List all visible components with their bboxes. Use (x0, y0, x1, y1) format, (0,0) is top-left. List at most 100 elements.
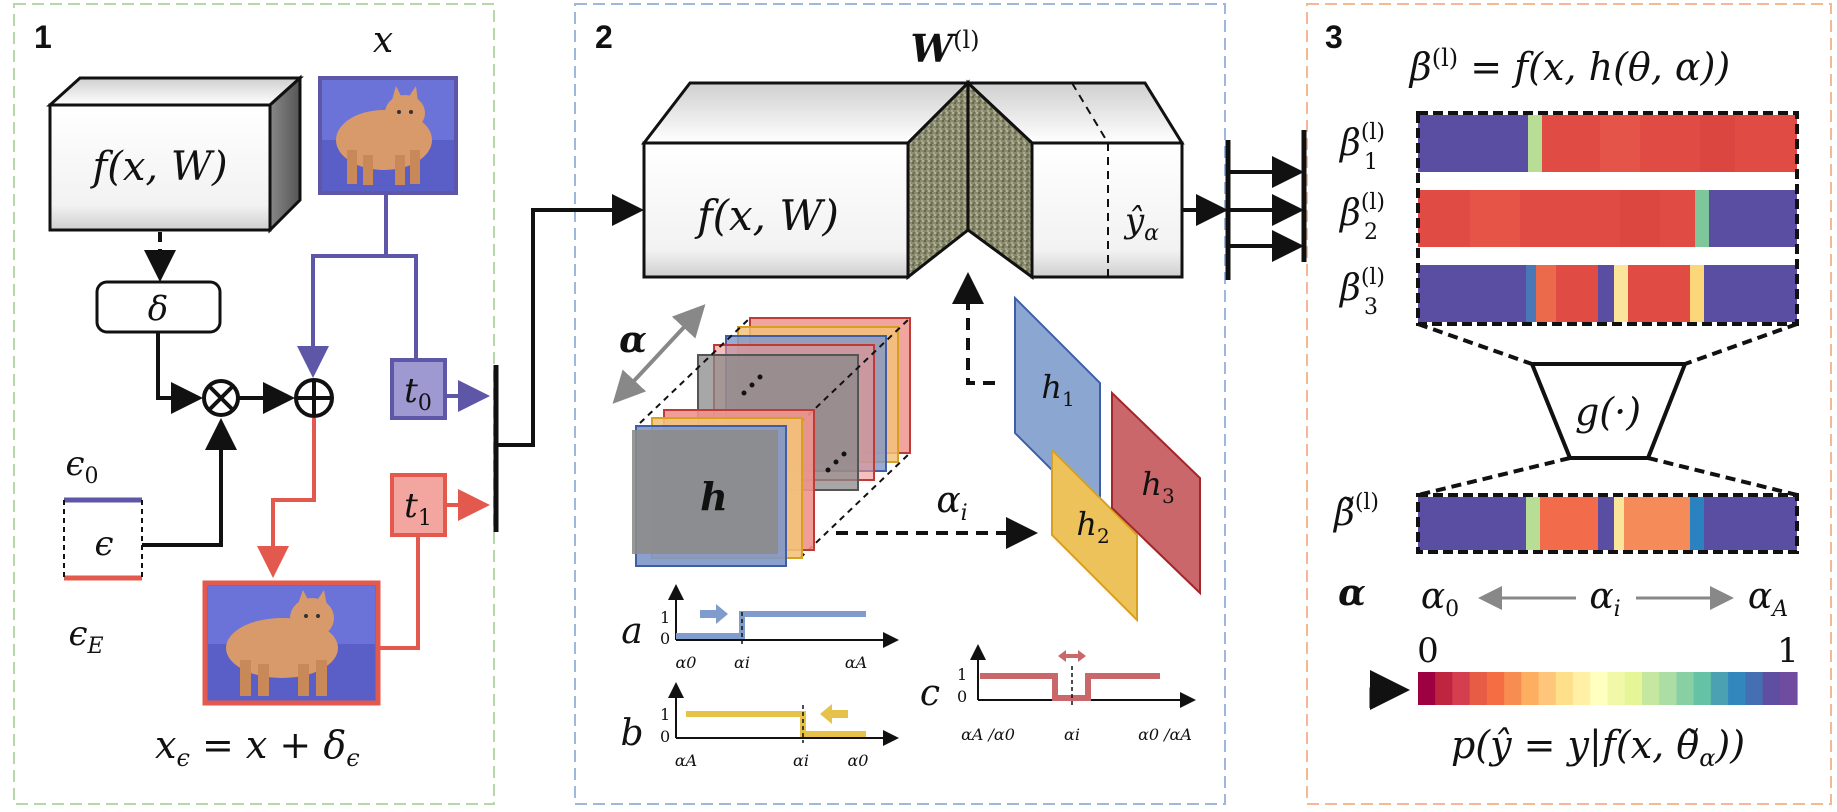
colorbar-min: 0 (1417, 631, 1439, 671)
alpha-0-label: α0 (1421, 576, 1459, 622)
panel-2-number: 2 (595, 19, 613, 55)
beta-matrix-frame (1416, 111, 1799, 326)
beta-3-label: β(l)3 (1338, 265, 1385, 320)
colorbar-swatch (1504, 672, 1522, 705)
colorbar-swatch (1710, 672, 1729, 705)
weight-layer (906, 79, 1034, 281)
beta-1-label: β(l)1 (1338, 120, 1385, 175)
perturbation-formula: xϵ = x + δϵ (155, 723, 360, 772)
colorbar-swatch (1659, 672, 1678, 705)
cat-image-input (318, 76, 458, 195)
plot-a-tick-2: αA (845, 653, 867, 672)
head-select-to-weight-arrow (952, 272, 995, 385)
plot-a-tick-1: αi (734, 653, 750, 672)
beta-2-label: β(l)2 (1338, 190, 1385, 245)
head-h2-label: h2 (1076, 505, 1109, 548)
beta-formula: β(l) = f(x, h(θ, α)) (1408, 44, 1731, 89)
plot-c-y1: 1 (957, 665, 967, 684)
cat-image-perturbed (202, 580, 381, 706)
plot-a: a 1 0 α0 αi αA (621, 584, 899, 672)
t0-label: t0 (404, 371, 432, 416)
perturbed-to-t1-line (378, 535, 420, 650)
panel-3-frame (1306, 3, 1832, 805)
plot-b-y1: 1 (660, 705, 670, 724)
colorbar-swatch (1435, 672, 1454, 705)
panel-2-frame (574, 3, 1226, 805)
colorbar-swatch (1469, 672, 1488, 705)
model-box-3d (46, 74, 304, 234)
funnel-line-left-top (1417, 322, 1533, 366)
model-box-label: f(x, W) (89, 144, 227, 190)
input-x-label: x (373, 20, 393, 61)
add-to-perturbed-line (257, 418, 316, 578)
head-h1-label: h1 (1041, 368, 1074, 411)
head-stack (632, 317, 911, 567)
delta-to-multiply-line (156, 333, 203, 414)
epsilon-e-label: ϵE (68, 614, 103, 659)
delta-box (95, 280, 222, 334)
epsilon-to-multiply-line (142, 418, 237, 547)
plot-c-tick-2: α0 /αA (1138, 725, 1192, 744)
plot-b-y0: 0 (660, 727, 670, 746)
delta-label: δ (148, 289, 168, 329)
head-h3-label: h3 (1141, 465, 1174, 508)
plot-c-y0: 0 (957, 687, 967, 706)
plot-a-letter: a (621, 611, 642, 652)
plot-c-tick-1: αi (1064, 725, 1080, 744)
plot-c-letter: c (920, 673, 940, 714)
inputs-to-model-arrow (496, 194, 644, 447)
t0-box (390, 358, 447, 420)
funnel-line-right-bottom (1647, 456, 1798, 497)
beta-row-2 (1418, 190, 1797, 247)
colorbar-swatch (1486, 672, 1505, 705)
beta-tilde-label: β̃(l) (1332, 490, 1379, 534)
epsilon-range (63, 497, 143, 581)
head-h2 (1051, 447, 1138, 623)
t1-box (390, 473, 447, 537)
beta-row-1 (1418, 115, 1797, 172)
output-label: ŷα (1123, 201, 1159, 246)
aggregator-label: g(·) (1575, 390, 1641, 434)
beta-tilde-row (1418, 497, 1797, 550)
colorbar-swatch (1418, 672, 1436, 705)
colorbar-swatch (1607, 672, 1626, 705)
colorbar-swatch (1779, 672, 1798, 705)
probability-label: p(ŷ = y|f(x, θ̃α)) (1451, 723, 1745, 772)
alpha-a-label: αA (1748, 576, 1788, 622)
colorbar-swatch (1555, 672, 1574, 705)
t1-label: t1 (404, 486, 432, 531)
colorbar-pointer-icon (1369, 670, 1410, 710)
colorbar-swatch (1573, 672, 1591, 705)
alpha-i-label: αi (936, 480, 967, 526)
alpha-row-label: α (1338, 572, 1366, 614)
plot-b-tick-1: αi (793, 751, 809, 770)
colorbar-swatch (1521, 672, 1540, 705)
colorbar-swatch (1676, 672, 1695, 705)
input-to-add-line (297, 195, 388, 378)
plot-b: b 1 0 αA αi α0 (620, 682, 899, 770)
plot-c-tick-0: αA /α0 (961, 725, 1015, 744)
colorbar-swatch (1538, 672, 1557, 705)
plot-a-tick-0: α0 (676, 653, 697, 672)
colorbar-swatch (1452, 672, 1471, 705)
colorbar-swatch (1728, 672, 1746, 705)
colorbar-max: 1 (1777, 631, 1799, 671)
panel-1-number: 1 (34, 19, 52, 55)
plot-b-letter: b (620, 713, 643, 754)
beta-tilde-frame (1416, 493, 1799, 554)
colorbar (1418, 672, 1798, 705)
panel-1-frame (13, 3, 495, 805)
plot-c: c 1 0 αA /α0 αi α0 /αA (920, 644, 1196, 744)
weight-label: W(l) (910, 26, 979, 71)
alpha-axis-arrow (612, 304, 706, 404)
colorbar-swatch (1641, 672, 1660, 705)
alpha-axis-label: α (619, 319, 647, 361)
add-operator (294, 378, 334, 418)
model-block-label: f(x, W) (694, 191, 839, 240)
beta-row-3 (1418, 265, 1797, 322)
head-stack-label: h (700, 474, 728, 519)
head-h3 (1111, 390, 1201, 596)
funnel-line-left-bottom (1417, 456, 1571, 497)
colorbar-swatch (1762, 672, 1781, 705)
